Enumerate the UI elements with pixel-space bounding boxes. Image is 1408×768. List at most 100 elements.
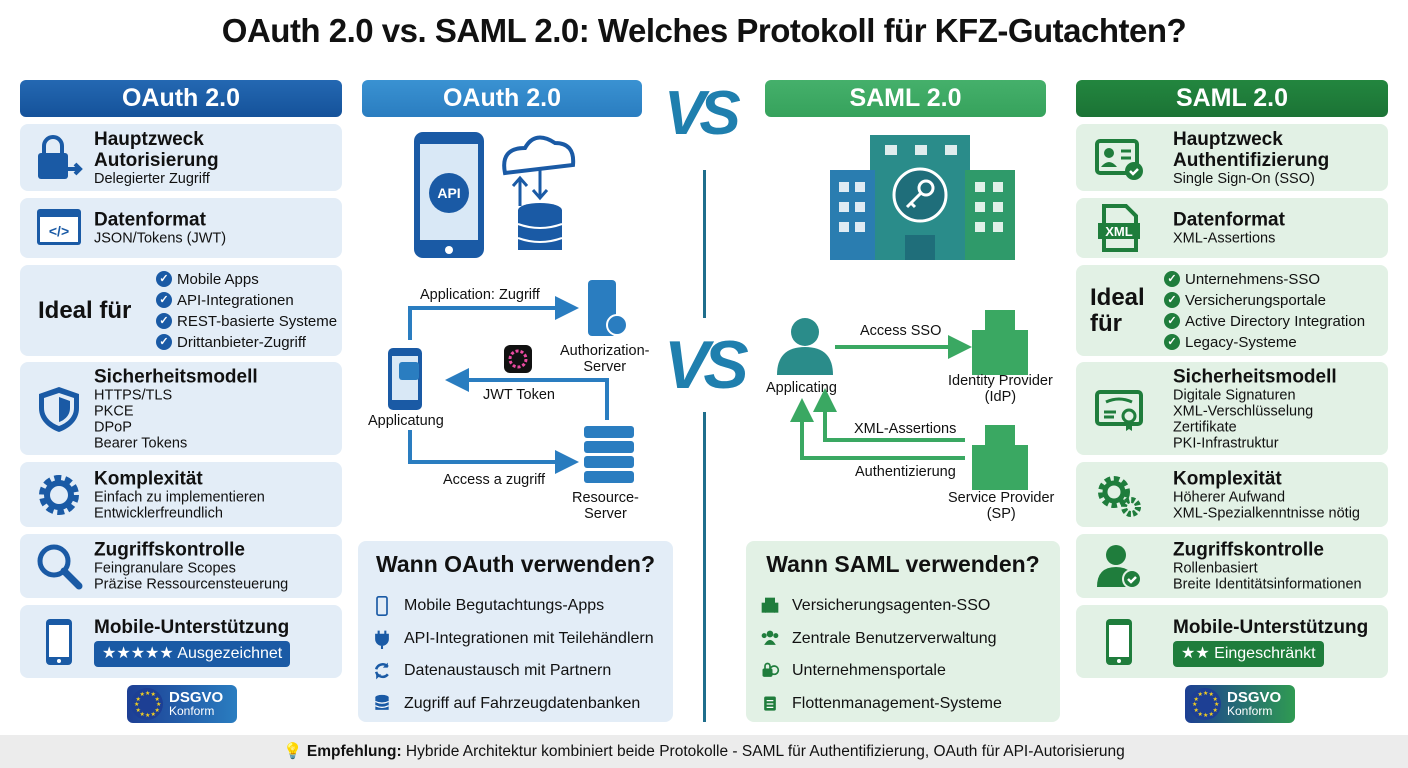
service-provider-icon <box>972 425 1028 490</box>
card-heading-2: Authentifizierung <box>1173 149 1330 171</box>
ideal-item: ✓ Drittanbieter-Zugriff <box>156 332 337 353</box>
card-line: Feingranulare Scopes <box>94 560 236 577</box>
xml-file-icon: XML <box>1098 204 1140 252</box>
users-icon <box>761 630 779 645</box>
recommendation-label: Empfehlung: <box>306 743 402 760</box>
card-line: Breite Identitätsinformationen <box>1173 576 1362 593</box>
check-icon: ✓ <box>1164 313 1180 329</box>
label-authorization-server: Authorization- Server <box>560 343 650 375</box>
card-line: Zertifikate <box>1173 419 1237 435</box>
arrow-xml-assertions <box>813 388 965 442</box>
badge-subtitle: Konform <box>169 704 215 718</box>
use-case-item: API-Integrationen mit Teilehändlern <box>372 623 673 656</box>
ideal-item-label: Drittanbieter-Zugriff <box>177 333 306 351</box>
plug-icon <box>375 630 389 649</box>
ideal-item-label: Active Directory Integration <box>1185 312 1366 330</box>
card-line: Präzise Ressourcensteuerung <box>94 576 289 593</box>
card-heading: Zugriffskontrolle <box>1173 539 1324 561</box>
api-label: API <box>437 185 460 201</box>
phone-icon <box>1106 618 1132 665</box>
ideal-item-label: Versicherungsportale <box>1185 291 1326 309</box>
card-line: Entwicklerfreundlich <box>94 505 223 521</box>
ideal-item: ✓ Versicherungsportale <box>1164 290 1365 311</box>
badge-title: DSGVO <box>1227 689 1282 706</box>
svg-text:</>: </> <box>49 223 69 239</box>
identity-provider-icon <box>972 310 1028 375</box>
lock-arrow-icon <box>38 134 83 179</box>
page-title: OAuth 2.0 vs. SAML 2.0: Welches Protokol… <box>221 12 1187 49</box>
check-icon: ✓ <box>156 313 172 329</box>
label-application: Applicatung <box>368 413 444 429</box>
card-heading: Komplexität <box>94 468 203 489</box>
check-icon: ✓ <box>1164 334 1180 350</box>
rating-label: Ausgezeichnet <box>177 644 283 662</box>
ideal-item-label: API-Integrationen <box>177 291 294 309</box>
arrow-jwt-token <box>445 368 609 420</box>
label-access-resource: Access a zugriff <box>443 472 546 488</box>
shield-icon <box>39 386 79 432</box>
card-line: DPoP <box>94 419 132 435</box>
resource-server-icon <box>584 426 634 483</box>
use-case-label: Versicherungsagenten-SSO <box>792 597 991 615</box>
card-heading: Sicherheitsmodell <box>94 366 258 387</box>
when-saml-card: Wann SAML verwenden? Versicherungsagente… <box>746 541 1060 722</box>
label-access-sso: Access SSO <box>860 323 942 339</box>
saml-header-right: SAML 2.0 <box>1076 80 1388 117</box>
card-text: Mobile-Unterstützung★★★★★ Ausgezeichnet <box>94 617 291 667</box>
use-case-label: Zugriff auf Fahrzeugdatenbanken <box>404 694 641 712</box>
card-line: PKCE <box>94 403 134 419</box>
ideal-item: ✓Mobile Apps <box>156 269 337 290</box>
recommendation-footer: 💡 Empfehlung: Hybride Architektur kombin… <box>0 735 1408 768</box>
sync-icon <box>374 662 389 680</box>
check-icon: ✓ <box>1164 292 1180 308</box>
user-check-icon <box>1097 545 1142 589</box>
use-case-label: Zentrale Benutzerverwaltung <box>792 629 997 647</box>
card-mobile-unterstützung: Mobile-Unterstützung★★ Eingeschränkt <box>1076 605 1388 678</box>
card-line: XML-Verschlüsselung <box>1173 403 1314 419</box>
ideal-item: ✓REST-basierte Systeme <box>156 311 337 332</box>
ideal-item-label: Mobile Apps <box>177 270 259 288</box>
code-window-icon: </> <box>37 209 81 245</box>
label-xml-assertions: XML-Assertions <box>854 421 957 437</box>
vs-top: VS <box>664 78 741 149</box>
database-icon <box>375 694 389 710</box>
label-service-provider: Service Provider (SP) <box>948 490 1055 522</box>
use-case-item: Datenaustausch mit Partnern <box>372 655 673 688</box>
svg-text:XML: XML <box>1105 224 1133 239</box>
check-icon: ✓ <box>156 334 172 350</box>
card-ideal-für: Ideal für✓Unternehmens-SSO✓Versicherungs… <box>1076 265 1388 356</box>
use-case-item: Unternehmensportale <box>760 655 1060 688</box>
label-jwt-token: JWT Token <box>483 387 555 403</box>
card-line: Bearer Tokens <box>94 435 188 451</box>
when-saml-title: Wann SAML verwenden? <box>766 551 1040 577</box>
label-authentication: Authentizierung <box>855 464 956 480</box>
use-case-item: Versicherungsagenten-SSO <box>760 590 1060 623</box>
eu-flag-icon: ★★★★★★★★★★★★ <box>131 688 163 720</box>
when-oauth-card: Wann OAuth verwenden? Mobile Begutachtun… <box>358 541 673 722</box>
use-case-label: Flottenmanagement-Systeme <box>792 694 1002 712</box>
user-icon <box>777 318 833 375</box>
card-mobile-unterstützung: Mobile-Unterstützung★★★★★ Ausgezeichnet <box>20 605 342 678</box>
eu-flag-icon: ★★★★★★★★★★★★ <box>1189 688 1221 720</box>
api-phone-cloud-illustration: API <box>414 132 576 258</box>
card-line: HTTPS/TLS <box>94 387 173 403</box>
card-line: XML-Spezialkenntnisse nötig <box>1173 505 1360 521</box>
ideal-item: ✓Unternehmens-SSO <box>1164 269 1365 290</box>
phone-icon <box>46 618 72 665</box>
ideal-item: ✓ Active Directory Integration <box>1164 311 1365 332</box>
rating-badge: ★★★★★ Ausgezeichnet <box>94 640 291 667</box>
saml-flow-diagram <box>777 310 1028 490</box>
oauth-header-center: OAuth 2.0 <box>362 80 642 117</box>
saml-building-key-illustration <box>830 135 1015 260</box>
